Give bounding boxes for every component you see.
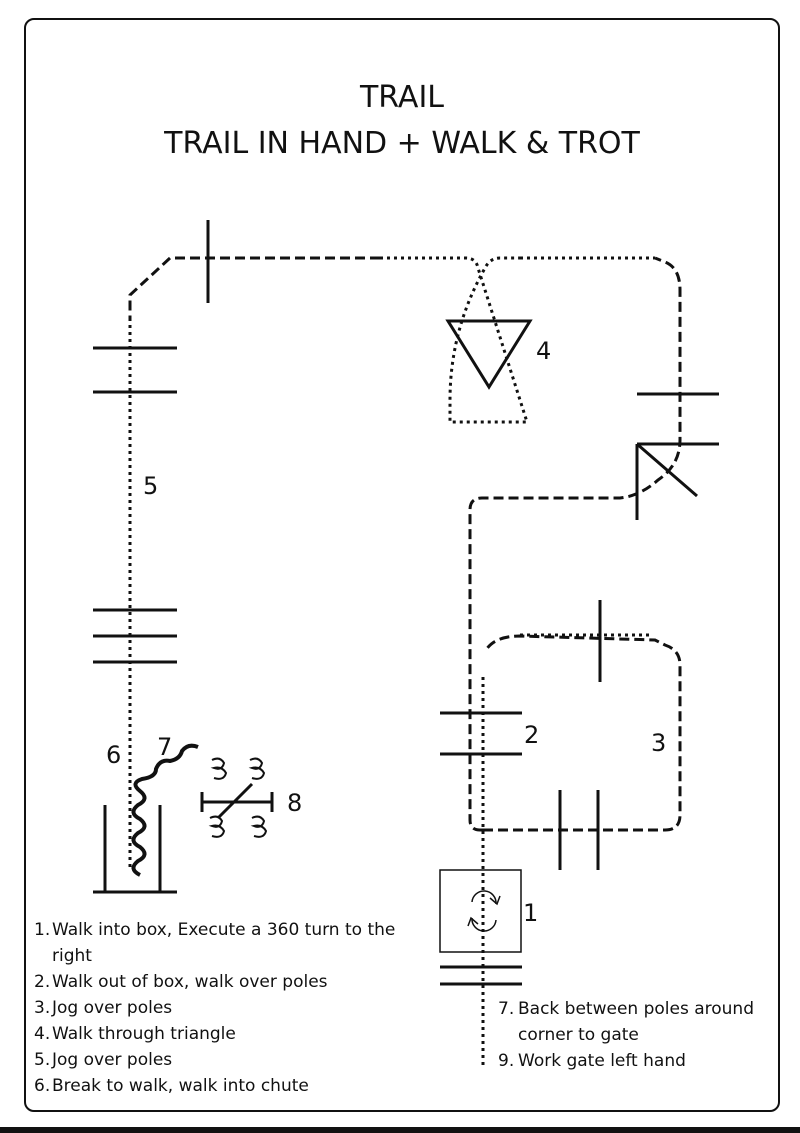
jog-path-top-left xyxy=(128,256,380,318)
instruction-item: 4.Walk through triangle xyxy=(34,1024,236,1044)
obstacle-number-3: 3 xyxy=(651,729,666,757)
obstacle-number-5: 5 xyxy=(143,472,158,500)
instruction-item: 3.Jog over poles xyxy=(34,998,173,1018)
obstacle-number-7: 7 xyxy=(157,733,172,761)
instruction-item: 6.Break to walk, walk into chute xyxy=(34,1076,309,1096)
obstacle-number-6: 6 xyxy=(106,741,121,769)
title-line-1: TRAIL xyxy=(359,80,445,115)
instruction-item: 2.Walk out of box, walk over poles xyxy=(34,972,328,992)
obstacle-number-4: 4 xyxy=(536,337,551,365)
curl-markers xyxy=(208,757,268,838)
instruction-item: 9.Work gate left hand xyxy=(498,1051,686,1071)
pole xyxy=(636,442,698,498)
rotate-360-icon xyxy=(467,890,501,932)
instruction-item: 7.Back between poles around corner to ga… xyxy=(498,999,754,1045)
bottom-bar xyxy=(0,1127,800,1133)
walk-path-dotted xyxy=(128,256,655,1065)
instruction-item: 5.Jog over poles xyxy=(34,1050,173,1070)
obstacle-number-2: 2 xyxy=(524,721,539,749)
walk-path-triangle xyxy=(380,256,530,424)
gate-obstacle xyxy=(200,782,274,820)
instruction-item: 1.Walk into box, Execute a 360 turn to t… xyxy=(34,920,396,966)
obstacle-number-8: 8 xyxy=(287,789,302,817)
jog-path-dashed xyxy=(128,256,682,832)
jog-path-poles3-loop xyxy=(483,634,682,832)
backup-path-wavy xyxy=(131,743,199,877)
instructions-right: 7.Back between poles around corner to ga… xyxy=(498,996,788,1074)
title-line-2: TRAIL IN HAND + WALK & TROT xyxy=(164,126,640,161)
course-sheet-border xyxy=(24,18,780,1112)
instructions-left: 1.Walk into box, Execute a 360 turn to t… xyxy=(34,917,424,1099)
title-block: TRAIL TRAIL IN HAND + WALK & TROT xyxy=(24,80,780,162)
turn-box xyxy=(439,869,522,953)
triangle-obstacle xyxy=(445,319,533,390)
chute xyxy=(93,805,177,894)
obstacle-number-1: 1 xyxy=(523,899,538,927)
